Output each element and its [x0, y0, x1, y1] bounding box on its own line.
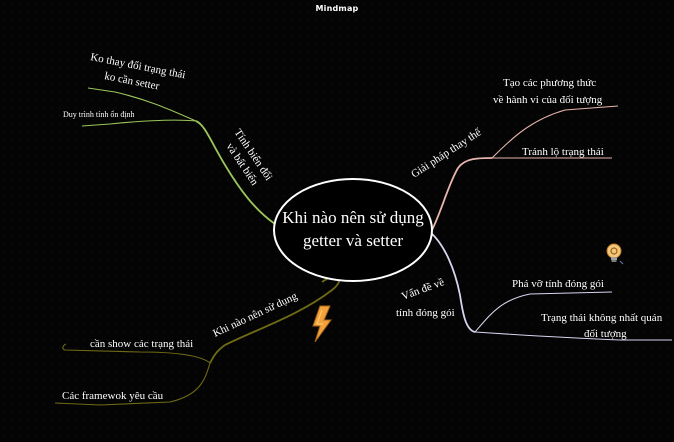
branch-label-when-to-use: Khi nào nên sử dụng — [211, 290, 299, 340]
node-pha-vo[interactable]: Phá vỡ tính đóng gói — [512, 278, 604, 290]
node-tao-cac-line1[interactable]: Tạo các phương thức — [503, 77, 596, 89]
page-title: Mindmap — [315, 4, 359, 13]
branch-label-encapsulation-line1: Vấn đề về — [400, 276, 446, 303]
connector-trang-thai — [474, 331, 672, 341]
connector-duy-trinh — [81, 119, 197, 127]
connector-top-right — [431, 157, 493, 231]
lightbulb-gear-icon — [606, 243, 624, 265]
branch-alternative[interactable]: Giải pháp thay thế — [409, 105, 619, 231]
lightning-bolt-icon — [312, 305, 332, 343]
central-topic-ellipse — [273, 178, 433, 282]
connector-bottom-right — [429, 231, 476, 333]
node-duy-trinh[interactable]: Duy trình tính ổn định — [63, 110, 135, 119]
connector-tao-cac — [491, 105, 619, 159]
branch-label-alternative: Giải pháp thay thế — [409, 126, 484, 181]
node-can-show[interactable]: cần show các trạng thái — [90, 338, 193, 350]
node-tao-cac-line2[interactable]: về hành vi của đối tượng — [493, 94, 603, 106]
central-topic[interactable]: Khi nào nên sử dụng getter và setter — [273, 178, 433, 282]
connector-top-left — [195, 120, 276, 225]
connector-ko-thay-doi — [87, 87, 197, 122]
node-tranh-lo[interactable]: Tránh lộ trạng thái — [522, 146, 604, 158]
connector-pha-vo — [474, 291, 613, 333]
node-framework[interactable]: Các framewok yêu cầu — [62, 390, 164, 402]
node-trang-thai-line1[interactable]: Trạng thái không nhất quán — [541, 312, 663, 324]
branch-mutability[interactable]: Tính biến đổi và bất biến — [81, 87, 276, 225]
connector-can-show — [62, 343, 211, 364]
central-topic-line1: Khi nào nên sử dụng — [282, 208, 424, 227]
node-trang-thai-line2[interactable]: đối tượng — [584, 328, 627, 340]
branch-label-encapsulation-line2: tính đóng gói — [396, 307, 455, 319]
central-topic-line2: getter và setter — [303, 231, 403, 250]
connector-framework — [54, 362, 211, 406]
